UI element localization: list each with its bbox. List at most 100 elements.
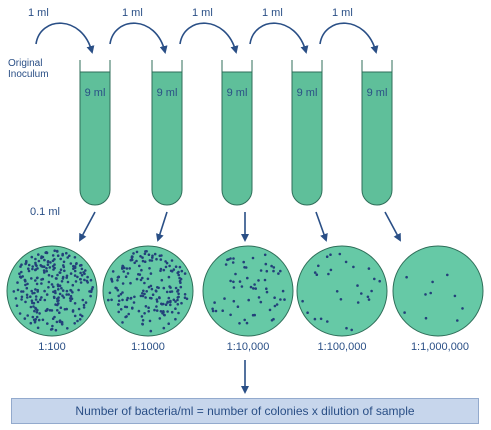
formula-box: Number of bacteria/ml = number of coloni… xyxy=(11,398,479,424)
colony-dot xyxy=(160,278,164,282)
colony-dot xyxy=(12,290,16,293)
colony-dot xyxy=(34,295,38,298)
colony-dot xyxy=(153,252,157,256)
transfer-label-3: 1 ml xyxy=(192,7,213,19)
colony-dot xyxy=(446,273,449,277)
colony-dot xyxy=(56,273,59,277)
colony-dot xyxy=(270,264,273,268)
colony-dot xyxy=(141,322,144,326)
colony-dot xyxy=(139,278,143,282)
colony-dot xyxy=(40,282,43,285)
plate-dilution-label-3: 1:10,000 xyxy=(227,341,270,353)
colony-dot xyxy=(56,297,59,301)
colony-dot xyxy=(145,290,148,293)
colony-dot xyxy=(55,249,59,253)
colony-dot xyxy=(27,267,30,271)
colony-dot xyxy=(160,302,164,306)
colony-dot xyxy=(170,259,174,262)
colony-dot xyxy=(16,281,19,284)
colony-dot xyxy=(135,259,138,263)
colony-dot xyxy=(76,275,79,279)
colony-dot xyxy=(78,264,82,267)
colony-dot xyxy=(159,258,163,261)
colony-dot xyxy=(245,321,249,325)
colony-dot xyxy=(176,290,179,293)
colony-dot xyxy=(143,252,147,256)
colony-dot xyxy=(143,281,146,285)
colony-dot xyxy=(169,286,172,289)
tube-4: 9 ml xyxy=(291,60,323,206)
colony-dot xyxy=(34,268,37,272)
plate-3 xyxy=(202,245,294,337)
colony-dot xyxy=(339,298,343,301)
colony-dot xyxy=(54,291,57,295)
colony-dot xyxy=(20,290,23,293)
colony-dot xyxy=(25,286,29,290)
colony-dot xyxy=(259,269,263,272)
colony-dot xyxy=(31,301,34,305)
colony-dot xyxy=(26,314,30,317)
colony-dot xyxy=(147,306,150,310)
colony-dot xyxy=(65,293,68,296)
colony-dot xyxy=(71,309,75,312)
colony-dot xyxy=(16,288,20,292)
colony-dot xyxy=(36,300,40,304)
plate-2 xyxy=(102,245,194,337)
colony-dot xyxy=(34,261,37,265)
colony-dot xyxy=(40,255,43,258)
colony-dot xyxy=(20,270,23,274)
colony-dot xyxy=(273,296,276,300)
colony-dot xyxy=(238,280,242,283)
colony-dot xyxy=(259,300,263,304)
colony-dot xyxy=(169,303,172,307)
colony-dot xyxy=(313,317,317,321)
colony-dot xyxy=(169,299,172,303)
colony-dot xyxy=(155,298,159,301)
colony-dot xyxy=(143,292,146,296)
colony-dot xyxy=(174,300,177,303)
colony-dot xyxy=(139,254,142,258)
colony-dot xyxy=(265,287,268,291)
colony-dot xyxy=(34,298,38,301)
colony-dot xyxy=(82,271,85,274)
colony-dot xyxy=(326,320,329,323)
colony-dot xyxy=(176,303,180,306)
colony-dot xyxy=(183,272,187,275)
colony-dot xyxy=(174,265,178,269)
transfer-arrow-3 xyxy=(179,22,239,54)
transfer-label-2: 1 ml xyxy=(122,7,143,19)
colony-dot xyxy=(41,277,45,281)
colony-dot xyxy=(58,319,62,323)
colony-dot xyxy=(63,269,66,273)
colony-dot xyxy=(146,277,150,281)
colony-dot xyxy=(65,289,69,293)
colony-dot xyxy=(133,261,136,265)
transfer-label-1: 1 ml xyxy=(28,7,49,19)
transfer-arrow-1 xyxy=(35,22,95,54)
colony-dot xyxy=(51,317,55,321)
colony-dot xyxy=(76,319,79,323)
colony-dot xyxy=(232,299,236,303)
colony-dot xyxy=(177,273,180,277)
colony-dot xyxy=(62,260,66,264)
colony-dot xyxy=(61,277,65,280)
colony-dot xyxy=(166,300,170,304)
colony-dot xyxy=(34,318,37,321)
plate-dilution-label-5: 1:1,000,000 xyxy=(411,341,469,353)
colony-dot xyxy=(179,281,182,285)
colony-dot xyxy=(143,312,146,315)
colony-dot xyxy=(273,304,277,308)
plating-arrow-4 xyxy=(315,211,328,242)
colony-dot xyxy=(54,328,58,332)
colony-dot xyxy=(69,262,73,265)
colony-dot xyxy=(124,315,127,319)
colony-dot xyxy=(20,263,23,267)
colony-dot xyxy=(15,304,19,308)
plating-arrow-5 xyxy=(384,211,401,242)
colony-dot xyxy=(243,318,246,322)
colony-dot xyxy=(45,251,48,254)
colony-dot xyxy=(69,299,72,303)
tube-2: 9 ml xyxy=(151,60,183,206)
colony-dot xyxy=(158,317,162,320)
colony-dot xyxy=(50,275,54,278)
